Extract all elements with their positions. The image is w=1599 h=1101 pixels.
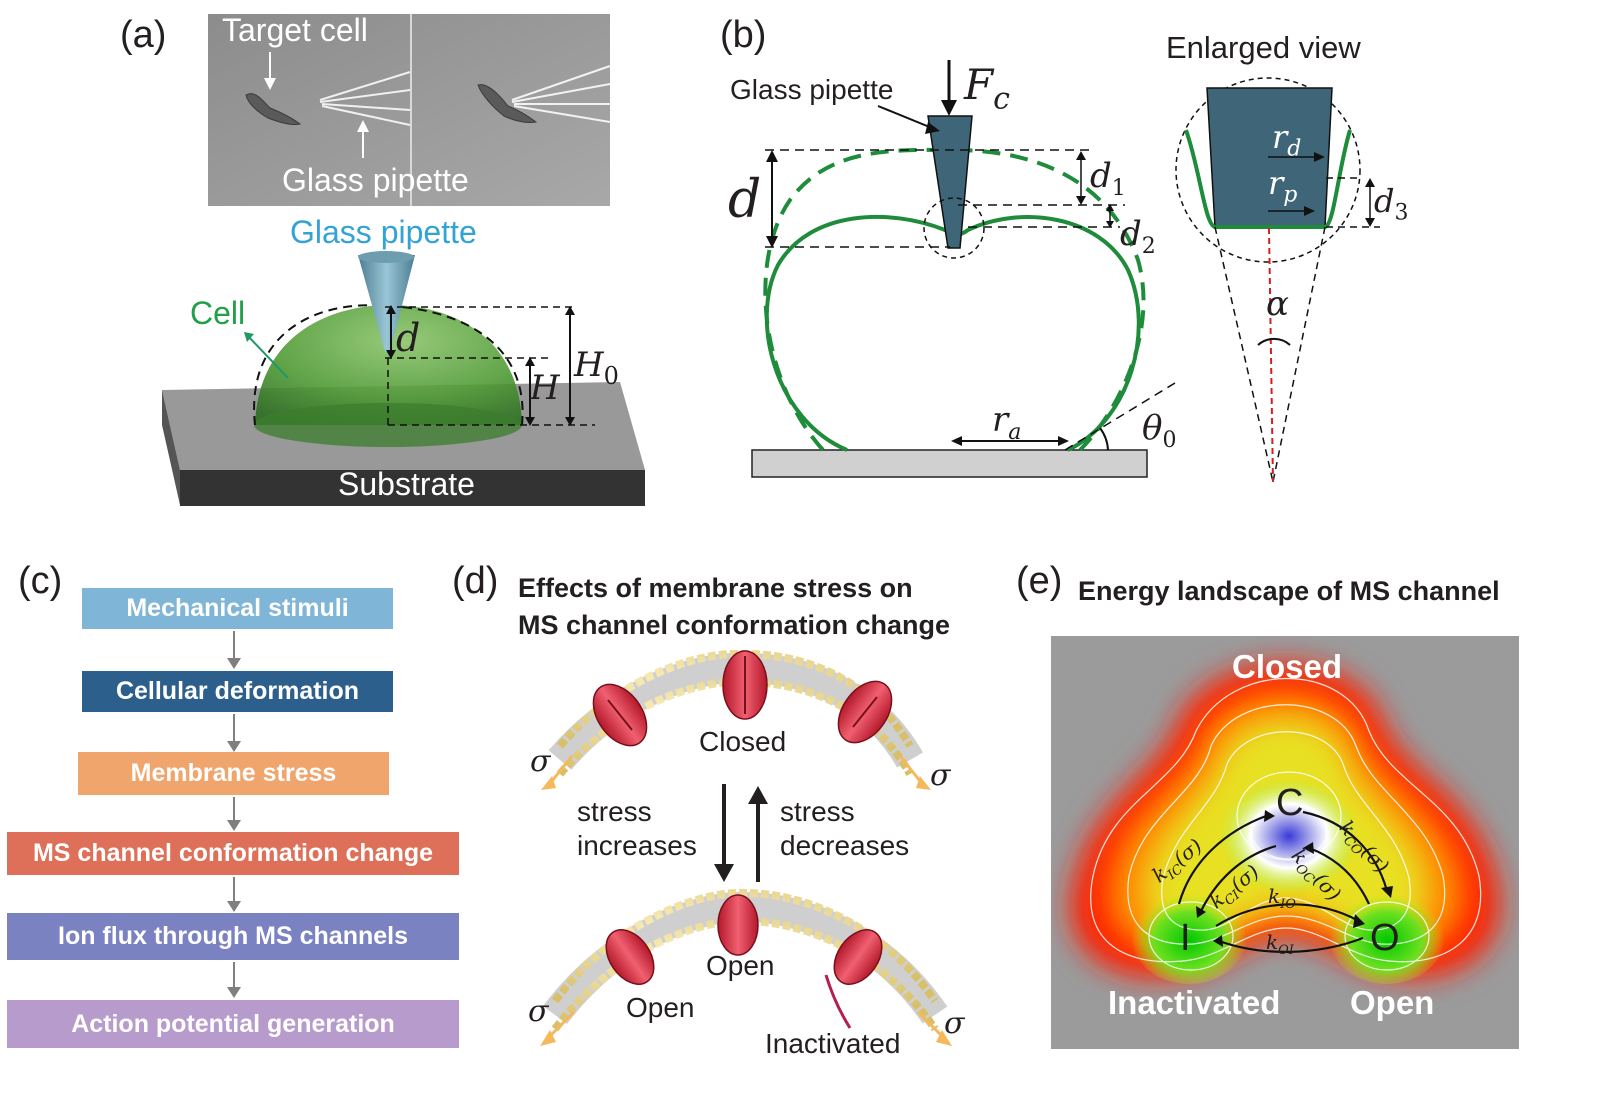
- cell-label: Cell: [190, 295, 246, 331]
- closed-state-title: Closed: [1232, 648, 1343, 685]
- panel-e-title: Energy landscape of MS channel: [1078, 576, 1500, 606]
- cell-outline-deformed: [764, 214, 1141, 452]
- flow-arrow-2: [227, 714, 241, 752]
- pipette-b: [927, 115, 973, 249]
- rp-symbol: rp: [1268, 164, 1298, 208]
- stress-decreases-line1: stress: [780, 796, 855, 827]
- channel-top-center: [722, 650, 768, 720]
- substrate-label: Substrate: [338, 466, 475, 502]
- state-o-label: O: [1370, 917, 1400, 959]
- flow-arrow-5: [227, 962, 241, 998]
- channel-top-left: [592, 683, 648, 747]
- panel-a-illustration: [162, 14, 645, 506]
- channel-bottom-left: [605, 929, 655, 985]
- well-closed: [1219, 778, 1359, 894]
- flow-step-membrane-stress: Membrane stress: [78, 752, 389, 795]
- open-label-center: Open: [706, 950, 775, 981]
- inactivated-state-title: Inactivated: [1108, 984, 1281, 1021]
- channel-bottom-right: [824, 929, 883, 1029]
- h0-symbol: H0: [574, 345, 619, 390]
- d-symbol-b: d: [728, 170, 762, 230]
- panel-d-membrane-illustration: [540, 650, 952, 1046]
- d1-symbol: d1: [1090, 156, 1126, 201]
- alpha-symbol: α: [1266, 284, 1289, 324]
- sigma-top-left: σ: [530, 744, 551, 779]
- micrograph-pipette-label: Glass pipette: [282, 162, 469, 198]
- flow-step-ms-channel-change: MS channel conformation change: [7, 832, 459, 875]
- panel-d-title-line2: MS channel conformation change: [518, 610, 951, 640]
- channel-bottom-center: [717, 894, 759, 956]
- panel-b-label: (b): [720, 14, 767, 56]
- rate-k-oi: kOI: [1266, 930, 1294, 958]
- d2-symbol: d2: [1120, 214, 1156, 259]
- micrograph-target-cell-label: Target cell: [222, 12, 368, 48]
- sigma-top-right: σ: [930, 758, 951, 793]
- flow-arrow-4: [227, 877, 241, 912]
- closed-label-d: Closed: [699, 726, 787, 757]
- well-inactivated: [1131, 888, 1247, 984]
- rate-k-io: kIO: [1268, 884, 1296, 912]
- energy-landscape-map: [1051, 636, 1519, 1049]
- glass-pipette-label-a: Glass pipette: [290, 214, 477, 250]
- enlarged-circle: [1175, 77, 1361, 263]
- flow-arrow-3: [227, 797, 241, 831]
- state-c-label: C: [1276, 782, 1304, 824]
- panel-a-label: (a): [120, 14, 167, 56]
- panel-c-label: (c): [18, 560, 63, 602]
- d-symbol-a: d: [396, 316, 421, 360]
- flow-step-mechanical-stimuli: Mechanical stimuli: [82, 588, 393, 629]
- stress-increases-line1: stress: [577, 796, 652, 827]
- d3-symbol: d3: [1374, 182, 1409, 226]
- target-cell-shape: [245, 93, 302, 125]
- theta-symbol: θ0: [1142, 408, 1177, 453]
- ra-symbol: ra: [992, 400, 1022, 445]
- state-i-label: I: [1180, 917, 1191, 959]
- open-state-title: Open: [1350, 984, 1435, 1021]
- stress-decreases-line2: decreases: [780, 830, 910, 861]
- panel-e-label: (e): [1016, 560, 1063, 602]
- panel-d-title-line1: Effects of membrane stress on: [518, 573, 913, 603]
- flow-step-action-potential: Action potential generation: [7, 1000, 459, 1048]
- substrate-front: [180, 470, 645, 506]
- sigma-bottom-left: σ: [528, 994, 549, 1029]
- substrate-bar: [751, 449, 1148, 478]
- open-label-left: Open: [626, 992, 695, 1023]
- pipette-cone: [358, 255, 415, 352]
- flow-arrow-1: [227, 631, 241, 669]
- panel-b-schematic: [751, 60, 1380, 483]
- glass-pipette-label-b: Glass pipette: [730, 74, 894, 105]
- h-symbol: H: [530, 368, 560, 408]
- enlarged-view-title: Enlarged view: [1166, 30, 1361, 65]
- rd-symbol: rd: [1272, 118, 1302, 162]
- flow-step-ion-flux: Ion flux through MS channels: [7, 913, 459, 960]
- inactivated-label-d: Inactivated: [765, 1028, 901, 1059]
- panel-d-label: (d): [452, 560, 499, 602]
- stress-increases-line2: increases: [577, 830, 697, 861]
- channel-top-right: [837, 680, 893, 744]
- force-symbol: Fc: [964, 60, 1010, 117]
- flow-step-cellular-deformation: Cellular deformation: [82, 671, 393, 712]
- sigma-bottom-right: σ: [944, 1006, 965, 1041]
